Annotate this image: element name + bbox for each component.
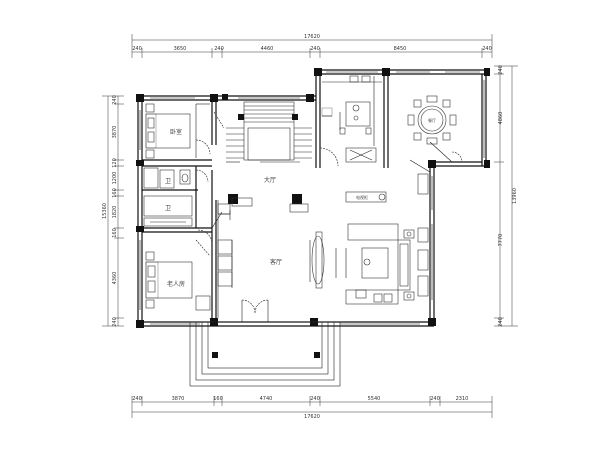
bed-1	[145, 113, 191, 149]
left-dim-1: 240	[112, 95, 118, 105]
bottom-dim-3: 160	[213, 396, 223, 402]
bedroom-1-label: 卧室	[170, 128, 182, 136]
right-dimension-line: 13960 240 4860 7770 240	[494, 65, 518, 327]
bottom-dim-7: 240	[430, 396, 440, 402]
living-room: 客厅 电视柜	[217, 173, 429, 305]
right-dim-1: 240	[498, 65, 504, 75]
bathroom-2-label: 卫	[165, 205, 171, 212]
top-dim-2: 3650	[174, 46, 187, 52]
sofa-main	[397, 239, 411, 291]
top-dimension-line: 17620 240 3650 240 4460 240 8450 240	[131, 34, 493, 58]
bedroom-1: 卧室	[145, 103, 225, 159]
tv-cabinet	[315, 231, 323, 289]
main-entrance	[217, 200, 269, 322]
bottom-dimension-line: 240 3870 160 4740 240 5540 240 2310 1762…	[131, 396, 493, 420]
kitchen	[319, 75, 382, 167]
dining-area: 餐厅	[407, 95, 463, 173]
bed-2	[145, 261, 193, 299]
top-dim-3: 240	[214, 46, 224, 52]
bottom-dim-6: 5540	[368, 396, 381, 402]
top-dim-5: 240	[310, 46, 320, 52]
bottom-dim-2: 3870	[172, 396, 185, 402]
top-total-dim: 17620	[304, 34, 320, 40]
hall-label: 大厅	[264, 176, 276, 184]
bathroom-2: 卫	[143, 195, 213, 245]
left-dim-8: 4360	[112, 272, 118, 285]
hall-area: 大厅	[211, 176, 309, 229]
left-dim-5: 160	[112, 188, 118, 198]
left-dim-6: 1820	[112, 206, 118, 219]
dining-label: 餐厅	[428, 117, 436, 123]
bottom-total-dim: 17620	[304, 414, 320, 420]
top-dim-6: 8450	[394, 46, 407, 52]
top-dim-1: 240	[132, 46, 142, 52]
left-dim-9: 240	[112, 317, 118, 327]
bathroom-1: 卫	[143, 167, 209, 189]
left-dim-7: 160	[112, 228, 118, 238]
right-dim-3: 7770	[498, 234, 504, 247]
coffee-table	[361, 247, 389, 279]
bedroom-2-label: 老人房	[167, 280, 185, 288]
dining-table	[417, 105, 447, 135]
staircase	[226, 101, 312, 163]
right-total-dim: 13960	[512, 188, 518, 204]
left-dimension-line: 15360 240 3870 120 1200 160 1820 160 436…	[102, 95, 124, 327]
bottom-dim-8: 2310	[456, 396, 469, 402]
exterior-walls	[137, 69, 487, 327]
left-dim-2: 3870	[112, 126, 118, 139]
right-dim-4: 240	[498, 317, 504, 327]
top-dim-4: 4460	[261, 46, 274, 52]
left-total-dim: 15360	[102, 203, 108, 219]
bathroom-1-label: 卫	[165, 178, 171, 185]
right-dim-2: 4860	[498, 112, 504, 125]
interior-partitions	[142, 100, 217, 318]
kitchen-island	[345, 101, 371, 127]
bottom-dim-1: 240	[132, 396, 142, 402]
left-dim-3: 120	[112, 158, 118, 168]
left-dim-4: 1200	[112, 172, 118, 185]
windows	[139, 71, 485, 325]
bedroom-2: 老人房	[145, 239, 211, 311]
entrance-porch	[189, 321, 341, 387]
tv-label: 电视柜	[356, 194, 368, 200]
top-dim-7: 240	[482, 46, 492, 52]
living-label: 客厅	[270, 258, 282, 266]
bottom-dim-5: 240	[310, 396, 320, 402]
bottom-dim-4: 4740	[260, 396, 273, 402]
